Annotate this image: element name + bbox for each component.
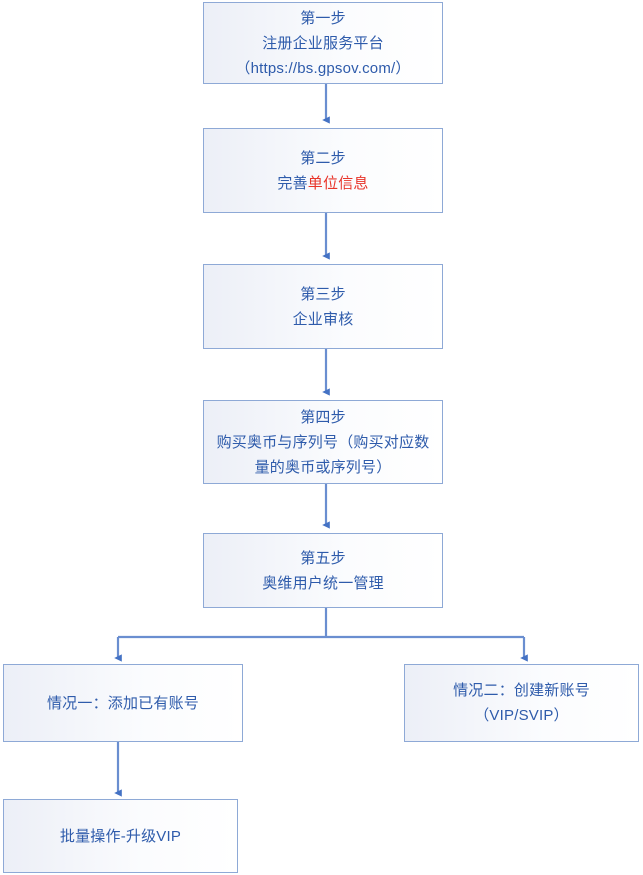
batch-upgrade-vip[interactable]: 批量操作-升级VIP bbox=[3, 799, 238, 873]
case-1-add-existing-account[interactable]: 情况一：添加已有账号 bbox=[3, 664, 243, 742]
step-2-line-1: 第二步 bbox=[300, 149, 346, 167]
step-5-user-management[interactable]: 第五步 奥维用户统一管理 bbox=[203, 533, 443, 608]
step-3-line-1: 第三步 bbox=[300, 285, 346, 303]
step-3-enterprise-review[interactable]: 第三步 企业审核 bbox=[203, 264, 443, 349]
case-2-line-2: （VIP/SVIP） bbox=[474, 707, 569, 724]
step-1-line-2: 注册企业服务平台 bbox=[262, 34, 384, 52]
step-4-buy-coins-serials[interactable]: 第四步 购买奥币与序列号（购买对应数量的奥币或序列号） bbox=[203, 400, 443, 484]
step-2-complete-info[interactable]: 第二步 完善单位信息 bbox=[203, 128, 443, 213]
step-3-line-2: 企业审核 bbox=[292, 310, 354, 328]
step-5-line-2: 奥维用户统一管理 bbox=[262, 574, 384, 592]
step-1-line-3-url: （https://bs.gpsov.com/） bbox=[235, 59, 411, 77]
case-1-label: 情况一：添加已有账号 bbox=[46, 694, 199, 712]
step-4-line-1: 第四步 bbox=[300, 408, 346, 426]
step-4-line-2: 购买奥币与序列号（购买对应数量的奥币或序列号） bbox=[216, 433, 430, 476]
step-2-line-2-red: 单位信息 bbox=[307, 174, 369, 192]
step-1-register[interactable]: 第一步 注册企业服务平台 （https://bs.gpsov.com/） bbox=[203, 2, 443, 84]
step-1-line-1: 第一步 bbox=[300, 9, 346, 27]
step-2-line-2-blue: 完善 bbox=[277, 174, 308, 192]
step-2-line-2: 完善单位信息 bbox=[210, 171, 436, 196]
batch-upgrade-label: 批量操作-升级VIP bbox=[59, 827, 182, 845]
case-2-create-new-account[interactable]: 情况二：创建新账号 （VIP/SVIP） bbox=[404, 664, 639, 742]
step-5-line-1: 第五步 bbox=[300, 549, 346, 567]
case-2-line-1: 情况二：创建新账号 bbox=[453, 682, 590, 699]
